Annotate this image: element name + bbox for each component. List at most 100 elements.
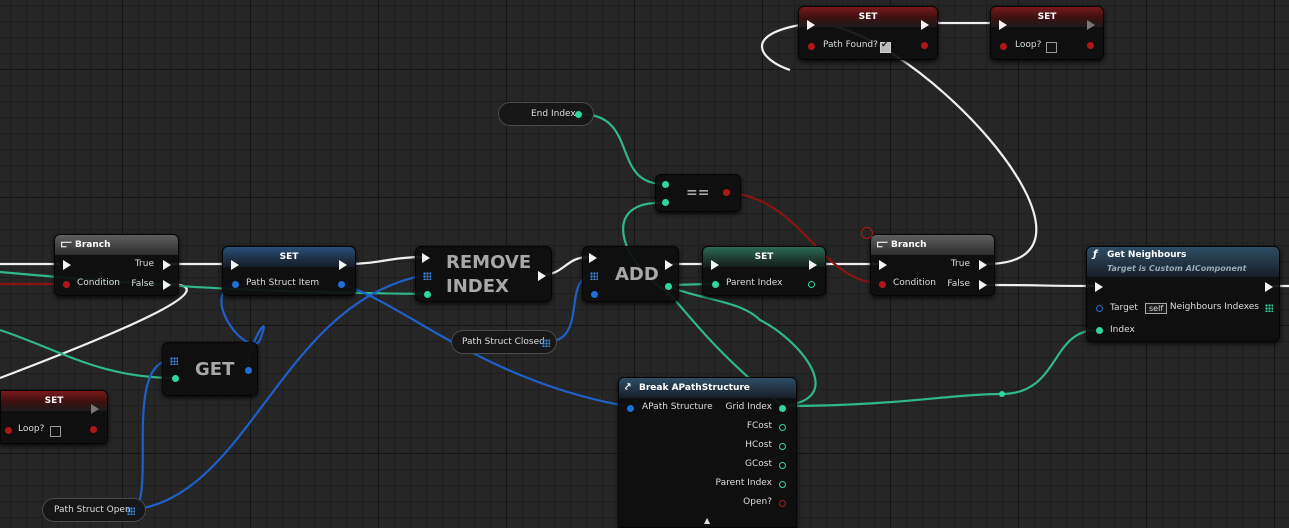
array-out-pin[interactable]	[127, 507, 135, 515]
bool-out-pin[interactable]	[723, 189, 730, 196]
output-label: Neighbours Indexes	[1169, 302, 1259, 312]
path-struct-closed-variable[interactable]: Path Struct Closed	[451, 330, 557, 354]
variable-label: Path Struct Open	[54, 505, 131, 515]
array-in-pin[interactable]	[170, 357, 178, 365]
struct-wire	[339, 282, 627, 408]
hcost-pin[interactable]	[779, 443, 786, 450]
int-in-pin[interactable]	[172, 375, 179, 382]
exec-in-pin[interactable]	[422, 253, 430, 263]
exec-in-pin[interactable]	[879, 260, 887, 270]
int-in-pin-b[interactable]	[662, 199, 669, 206]
parent-index-pin[interactable]	[779, 481, 786, 488]
int-out-pin[interactable]	[575, 111, 582, 118]
exec-in-pin[interactable]	[711, 260, 719, 270]
loop-checkbox[interactable]	[1046, 42, 1057, 53]
exec-out-pin[interactable]	[339, 260, 347, 270]
exec-out-pin[interactable]	[809, 260, 817, 270]
exec-out-pin[interactable]	[538, 271, 546, 281]
bool-in-pin[interactable]	[5, 427, 12, 434]
loop-checkbox[interactable]	[50, 426, 61, 437]
end-index-variable[interactable]: End Index	[498, 102, 594, 126]
true-exec-pin[interactable]	[163, 260, 171, 270]
open-pin[interactable]	[779, 500, 786, 507]
exec-out-pin[interactable]	[921, 20, 929, 30]
node-title: SET	[1, 391, 107, 411]
condition-pin[interactable]	[63, 281, 70, 288]
int-in-pin[interactable]	[424, 291, 431, 298]
bool-out-pin[interactable]	[90, 426, 97, 433]
exec-in-pin[interactable]	[231, 260, 239, 270]
breakpoint-marker[interactable]	[861, 227, 873, 239]
int-out-pin[interactable]	[808, 281, 815, 288]
set-path-found-node[interactable]: SET Path Found?	[798, 6, 938, 60]
struct-out-pin[interactable]	[245, 367, 252, 374]
node-title: Branch	[891, 240, 927, 250]
item-in-pin[interactable]	[591, 291, 598, 298]
array-in-pin[interactable]	[423, 272, 431, 280]
get-node[interactable]: GET	[162, 342, 258, 396]
int-in-pin-a[interactable]	[662, 181, 669, 188]
pin-label: Loop?	[18, 424, 45, 434]
true-label: True	[950, 259, 970, 269]
int-out-pin[interactable]	[665, 283, 672, 290]
condition-pin[interactable]	[879, 281, 886, 288]
exec-in-pin[interactable]	[1095, 282, 1103, 292]
set-loop-bottom-node[interactable]: SET Loop?	[0, 390, 108, 444]
node-header: ⫍Branch	[871, 235, 994, 255]
gcost-pin[interactable]	[779, 462, 786, 469]
array-in-pin[interactable]	[590, 272, 598, 280]
exec-out-pin[interactable]	[91, 404, 99, 414]
struct-in-pin[interactable]	[232, 281, 239, 288]
true-exec-pin[interactable]	[979, 260, 987, 270]
bool-wire	[723, 191, 881, 285]
add-node[interactable]: ADD	[582, 246, 679, 302]
exec-wire	[345, 255, 425, 266]
exec-out-pin[interactable]	[1265, 282, 1273, 292]
remove-index-node[interactable]: REMOVE INDEX	[415, 246, 552, 302]
array-out-pin[interactable]	[542, 339, 550, 347]
exec-wire	[985, 283, 1095, 288]
struct-in-pin[interactable]	[627, 405, 634, 412]
exec-out-pin[interactable]	[1087, 20, 1095, 30]
false-label: False	[131, 279, 154, 289]
bool-in-pin[interactable]	[1000, 43, 1007, 50]
set-path-struct-item-node[interactable]: SET Path Struct Item	[222, 246, 356, 296]
target-pin[interactable]	[1096, 305, 1103, 312]
path-found-checkbox[interactable]	[880, 40, 891, 53]
set-loop-top-node[interactable]: SET Loop?	[990, 6, 1104, 60]
exec-out-pin[interactable]	[665, 260, 673, 270]
exec-in-pin[interactable]	[999, 20, 1007, 30]
false-exec-pin[interactable]	[163, 280, 171, 290]
branch-icon: ⫍	[61, 239, 72, 250]
struct-out-pin[interactable]	[338, 281, 345, 288]
fcost-pin[interactable]	[779, 424, 786, 431]
hcost-label: HCost	[745, 440, 772, 450]
bool-in-pin[interactable]	[808, 43, 815, 50]
bool-out-pin[interactable]	[921, 42, 928, 49]
array-out-pin[interactable]	[1265, 304, 1273, 312]
bool-out-pin[interactable]	[1087, 42, 1094, 49]
pin-label: Path Struct Item	[246, 278, 320, 288]
path-struct-open-variable[interactable]: Path Struct Open	[42, 498, 146, 522]
equal-node[interactable]: ==	[655, 174, 741, 212]
reroute-node[interactable]	[999, 391, 1005, 397]
exec-in-pin[interactable]	[807, 20, 815, 30]
false-exec-pin[interactable]	[979, 280, 987, 290]
gcost-label: GCost	[745, 459, 772, 469]
exec-in-pin[interactable]	[589, 253, 597, 263]
index-pin[interactable]	[1096, 327, 1103, 334]
exec-in-pin[interactable]	[63, 260, 71, 270]
branch-left-node[interactable]: ⫍Branch True Condition False	[54, 234, 179, 296]
index-label: Index	[1110, 325, 1135, 335]
node-title: Branch	[75, 240, 111, 250]
branch-right-node[interactable]: ⫍Branch True Condition False	[870, 234, 995, 296]
grid-index-label: Grid Index	[725, 402, 772, 412]
set-parent-index-node[interactable]: SET Parent Index	[702, 246, 826, 296]
node-title: Get Neighbours	[1107, 250, 1187, 260]
expand-arrow-icon[interactable]: ▲	[704, 516, 711, 525]
struct-wire	[129, 273, 427, 512]
int-in-pin[interactable]	[712, 281, 719, 288]
grid-index-pin[interactable]	[779, 405, 786, 412]
break-struct-node[interactable]: ⤤Break APathStructure APath Structure Gr…	[618, 377, 797, 528]
